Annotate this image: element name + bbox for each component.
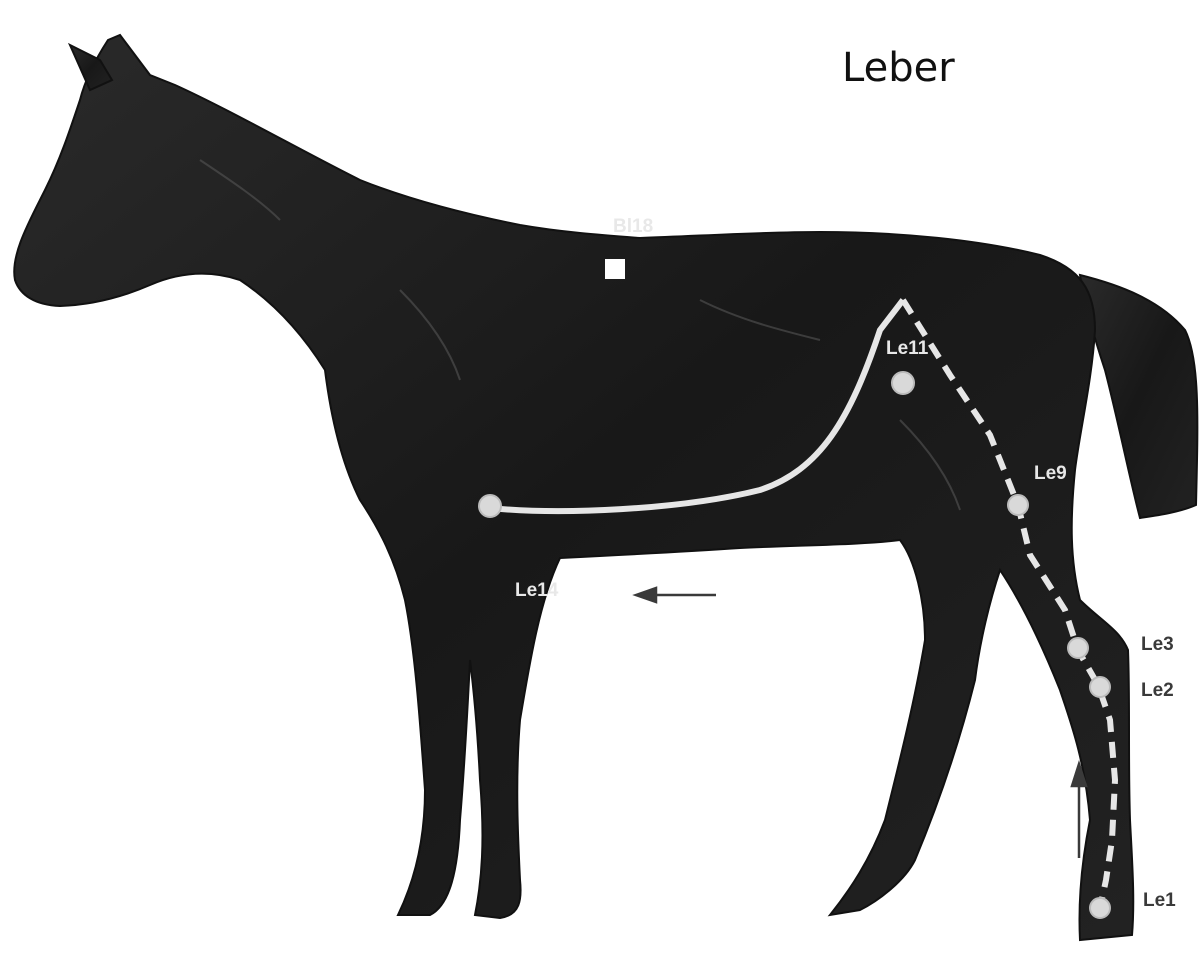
diagram-title: Leber: [842, 45, 955, 91]
label-le3: Le3: [1141, 634, 1174, 656]
tail: [1080, 275, 1197, 518]
point-le14: [479, 495, 501, 517]
point-le3: [1068, 638, 1088, 658]
label-bl18: Bl18: [613, 216, 653, 238]
label-le1: Le1: [1143, 890, 1176, 912]
direction-arrow-left: [636, 588, 716, 602]
point-le9: [1008, 495, 1028, 515]
label-le2: Le2: [1141, 680, 1174, 702]
horse-silhouette: [14, 35, 1197, 940]
label-le14: Le14: [515, 580, 558, 602]
horse-body: [14, 35, 1133, 940]
label-le9: Le9: [1034, 463, 1067, 485]
point-le1: [1090, 898, 1110, 918]
bl18-marker: [605, 259, 625, 279]
point-le11: [892, 372, 914, 394]
point-le2: [1090, 677, 1110, 697]
direction-arrow-up: [1072, 764, 1086, 858]
label-le11: Le11: [886, 338, 928, 360]
